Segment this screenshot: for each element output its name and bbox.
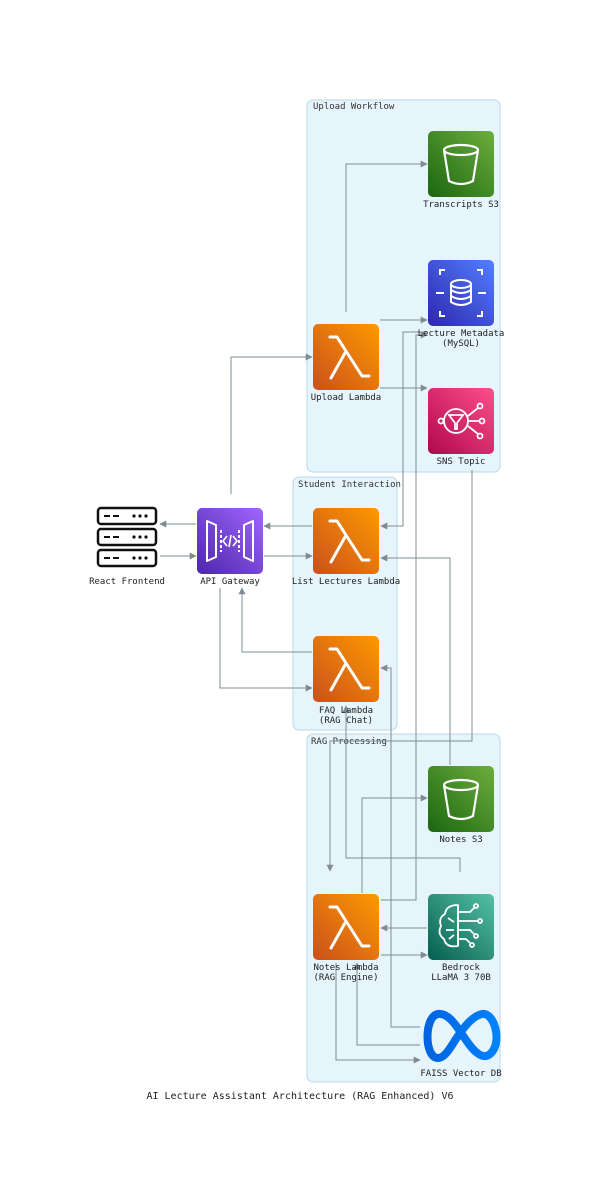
lambda-icon (328, 905, 371, 950)
edge-faq-lambda-to-api (238, 587, 312, 653)
bedrock-brain-icon (438, 903, 483, 948)
node-api-gateway[interactable]: API Gateway (197, 508, 263, 587)
api-gateway-label: API Gateway (200, 577, 260, 587)
node-lecture-metadata[interactable]: Lecture Metadata (MySQL) (418, 260, 505, 349)
edges (159, 160, 473, 1064)
edge-notes-lambda-to-notes-s3 (361, 794, 428, 893)
lecture-metadata-label-line1: Lecture Metadata (418, 329, 505, 339)
node-list-lectures-lambda[interactable]: List Lectures Lambda (292, 508, 400, 587)
node-notes-s3[interactable]: Notes S3 (428, 766, 494, 845)
node-transcripts-s3[interactable]: Transcripts S3 (423, 131, 499, 210)
edge-sns-to-notes-lambda (326, 470, 473, 872)
edge-faiss-to-notes-lambda (353, 962, 420, 1046)
faq-lambda-label-line2: (RAG Chat) (319, 716, 373, 726)
server-icon (96, 506, 158, 568)
bedrock-label-line2: LLaMA 3 70B (431, 973, 491, 983)
list-lectures-lambda-label: List Lectures Lambda (292, 577, 400, 587)
node-react-frontend[interactable]: React Frontend (89, 506, 165, 587)
lecture-metadata-label-line2: (MySQL) (442, 339, 480, 349)
faiss-label: FAISS Vector DB (420, 1069, 501, 1079)
react-frontend-label: React Frontend (89, 577, 165, 587)
notes-s3-label: Notes S3 (439, 835, 482, 845)
cluster-rag-label: RAG Processing (311, 737, 387, 747)
diagram-caption: AI Lecture Assistant Architecture (RAG E… (146, 1091, 453, 1102)
notes-lambda-label-line2: (RAG Engine) (313, 973, 378, 983)
notes-lambda-label-line1: Notes Lambda (313, 963, 378, 973)
node-faiss-vector-db[interactable]: FAISS Vector DB (420, 1009, 502, 1079)
edge-upload-to-transcripts (345, 160, 428, 312)
faq-lambda-label-line1: FAQ Lambda (319, 706, 373, 716)
sns-topic-label: SNS Topic (437, 457, 486, 467)
edge-api-to-upload-lambda (230, 353, 313, 494)
cluster-student-label: Student Interaction (298, 480, 401, 490)
upload-lambda-label: Upload Lambda (311, 393, 381, 403)
cluster-upload-label: Upload Workflow (313, 102, 395, 112)
meta-logo-icon (423, 1009, 501, 1062)
node-sns-topic[interactable]: SNS Topic (428, 388, 494, 467)
sns-icon (437, 402, 486, 440)
lambda-icon (328, 647, 371, 692)
bedrock-label-line1: Bedrock (442, 963, 481, 973)
edge-api-to-faq-lambda (219, 588, 313, 692)
lambda-icon (328, 335, 371, 380)
edge-bedrock-to-faq-lambda (342, 705, 461, 872)
edge-notes-lambda-to-metadata (381, 331, 428, 901)
edge-notes-s3-to-list-lambda (380, 554, 451, 765)
transcripts-s3-label: Transcripts S3 (423, 200, 499, 210)
lambda-icon (328, 519, 371, 564)
edge-notes-lambda-to-faiss (335, 963, 421, 1064)
s3-bucket-icon (442, 778, 480, 821)
api-gateway-icon (206, 520, 254, 562)
s3-bucket-icon (442, 143, 480, 186)
edge-metadata-to-list-lambda (380, 331, 427, 530)
node-faq-lambda[interactable]: FAQ Lambda (RAG Chat) (313, 636, 379, 726)
node-bedrock[interactable]: Bedrock LLaMA 3 70B (428, 894, 494, 983)
node-upload-lambda[interactable]: Upload Lambda (311, 324, 381, 403)
node-notes-lambda[interactable]: Notes Lambda (RAG Engine) (313, 894, 379, 983)
rds-database-icon (436, 269, 486, 317)
edge-faiss-to-faq-lambda (380, 664, 420, 1028)
